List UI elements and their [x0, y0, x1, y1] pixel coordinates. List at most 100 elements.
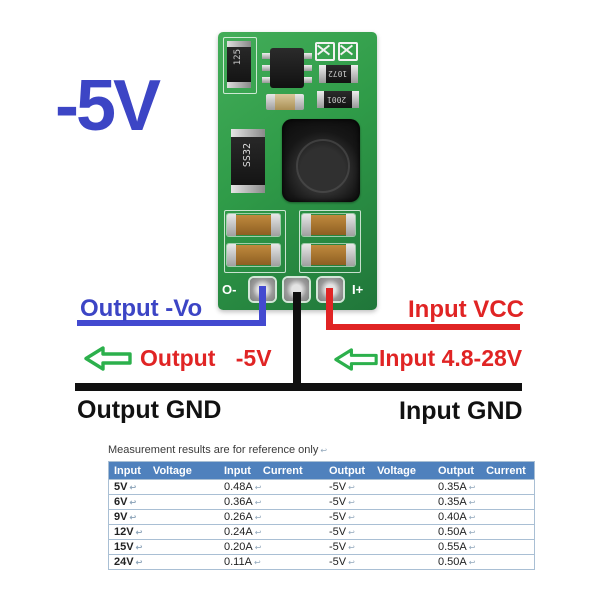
- cell-value: 0.24A: [224, 526, 253, 538]
- component-resistor-1072: 1072: [319, 65, 358, 83]
- inductor-coil-ring: [296, 139, 350, 193]
- table-cell: 9V↩: [108, 509, 219, 525]
- cell-value: 6V: [114, 496, 128, 508]
- component-cap: [319, 65, 326, 83]
- header-output-current: Output Current: [433, 461, 535, 480]
- table-cell: 0.50A↩: [433, 524, 535, 540]
- component-cap: [351, 65, 358, 83]
- return-mark: ↩: [254, 528, 262, 537]
- label-output-vo: Output -Vo: [80, 295, 203, 322]
- return-mark: ↩: [348, 513, 355, 522]
- label-output-5v: Output -5V: [140, 345, 272, 371]
- label-output-gnd: Output GND: [77, 396, 222, 424]
- component-body: [311, 215, 346, 235]
- table-cell: 0.40A↩: [433, 509, 535, 525]
- table-cell: -5V↩: [324, 554, 433, 570]
- silkscreen-box: [223, 37, 257, 94]
- table-cell: -5V↩: [324, 494, 433, 510]
- component-cap: [346, 214, 355, 236]
- table-row: 12V↩ 0.24A↩ -5V↩ 0.50A↩: [108, 524, 535, 540]
- return-mark: ↩: [468, 498, 476, 507]
- table-cell: 0.24A↩: [219, 524, 324, 540]
- return-mark: ↩: [254, 498, 262, 507]
- component-cap: [271, 244, 280, 266]
- cell-value: -5V: [329, 526, 347, 538]
- component-capacitor: [302, 214, 355, 236]
- table-title-text: Measurement results are for reference on…: [108, 444, 319, 456]
- cell-value: -5V: [329, 481, 347, 493]
- pcb-board: 125 1072 2001: [218, 32, 377, 310]
- table-cell: 15V↩: [108, 539, 219, 555]
- cell-value: -5V: [329, 556, 347, 568]
- return-mark: ↩: [468, 558, 476, 567]
- ic-leg: [262, 53, 271, 59]
- cell-value: 0.55A: [438, 541, 467, 553]
- table-cell: 0.36A↩: [219, 494, 324, 510]
- component-cap: [227, 244, 236, 266]
- component-capacitor: [227, 244, 280, 266]
- component-cap: [227, 41, 251, 47]
- return-mark: ↩: [129, 498, 137, 507]
- component-body: [311, 245, 346, 265]
- return-mark: ↩: [254, 513, 262, 522]
- component-body: [275, 94, 295, 110]
- ic-leg: [303, 53, 312, 59]
- return-mark: ↩: [468, 483, 476, 492]
- fiducial-x-icon: [315, 42, 335, 61]
- cell-value: 0.20A: [224, 541, 253, 553]
- cell-value: 0.26A: [224, 511, 253, 523]
- table-cell: -5V↩: [324, 539, 433, 555]
- wire-input-vertical: [326, 288, 333, 330]
- return-mark: ↩: [135, 543, 143, 552]
- table-cell: 24V↩: [108, 554, 219, 570]
- return-mark: ↩: [254, 543, 262, 552]
- component-cap: [227, 82, 251, 88]
- table-title: Measurement results are for reference on…: [108, 444, 327, 456]
- wire-gnd-vertical: [293, 292, 301, 390]
- table-cell: -5V↩: [324, 509, 433, 525]
- component-marking: 1072: [328, 69, 348, 78]
- return-mark: ↩: [348, 483, 355, 492]
- wire-output-vertical: [259, 286, 266, 326]
- arrow-left-icon: [334, 348, 378, 371]
- arrow-left-icon: [84, 346, 132, 371]
- cell-value: 12V: [114, 526, 134, 538]
- table-cell: 0.20A↩: [219, 539, 324, 555]
- return-mark: ↩: [129, 513, 137, 522]
- cell-value: 0.11A: [224, 556, 252, 568]
- component-inductor-main: [282, 119, 360, 202]
- component-marking: 125: [233, 49, 243, 66]
- header-input-voltage: Input Voltage: [108, 461, 219, 480]
- table-cell: 0.35A↩: [433, 494, 535, 510]
- component-cap: [352, 91, 359, 108]
- pad-label-input: I+: [352, 282, 364, 297]
- wire-output-horizontal: [77, 320, 266, 326]
- table-cell: 0.11A↩: [219, 554, 324, 570]
- component-cap: [266, 94, 275, 110]
- component-cap: [302, 244, 311, 266]
- return-mark: ↩: [320, 446, 328, 455]
- component-resistor-2001: 2001: [317, 91, 359, 108]
- component-cap: [302, 214, 311, 236]
- return-mark: ↩: [254, 483, 262, 492]
- table-body: 5V↩ 0.48A↩ -5V↩ 0.35A↩ 6V↩ 0.36A↩ -5V↩ 0…: [108, 479, 535, 570]
- pad-label-output: O-: [222, 282, 237, 297]
- label-input-gnd: Input GND: [399, 397, 523, 425]
- ic-leg: [262, 65, 271, 71]
- component-cap: [295, 94, 304, 110]
- component-cap: [227, 214, 236, 236]
- component-inductor-125: 125: [227, 41, 251, 88]
- headline-voltage: -5V: [55, 66, 161, 146]
- return-mark: ↩: [129, 483, 137, 492]
- table-cell: 0.48A↩: [219, 479, 324, 495]
- component-marking: 2001: [327, 95, 347, 104]
- cell-value: -5V: [329, 541, 347, 553]
- component-cap: [231, 185, 265, 193]
- table-cell: 6V↩: [108, 494, 219, 510]
- component-body: [236, 245, 271, 265]
- ic-leg: [303, 65, 312, 71]
- component-capacitor-tan: [266, 94, 304, 110]
- table-row: 15V↩ 0.20A↩ -5V↩ 0.55A↩: [108, 539, 535, 555]
- pad-gnd: [284, 278, 309, 301]
- wire-input-horizontal: [326, 324, 520, 330]
